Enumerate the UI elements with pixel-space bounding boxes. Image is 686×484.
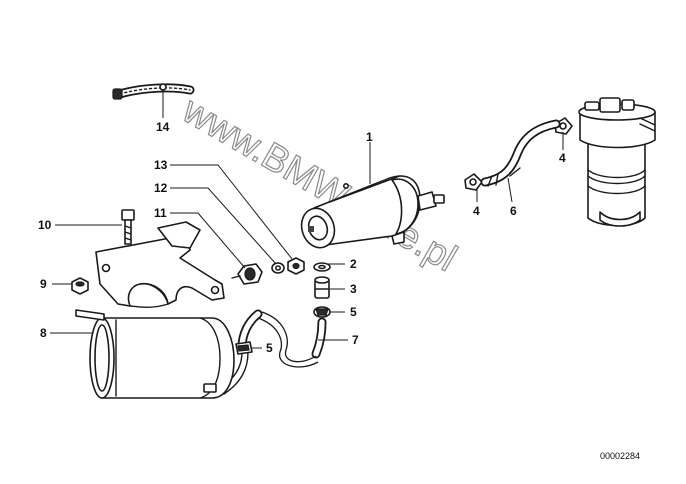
watermark-text: www.BMWstore.pl [175, 89, 464, 280]
part-4-clamp-mid [464, 173, 483, 191]
part-5-clamp-right [313, 306, 331, 318]
callout-5-left: 5 [266, 341, 273, 355]
connecting-hose [257, 311, 319, 368]
callout-5-right: 5 [350, 305, 357, 319]
fuel-filter-housing [578, 97, 656, 227]
watermark: www.BMWstore.pl [174, 88, 464, 280]
callout-10: 10 [38, 218, 52, 232]
callout-8: 8 [40, 326, 47, 340]
part-3-fitting [314, 276, 330, 299]
reference-code: 00002284 [600, 451, 640, 461]
part-7-hose [311, 317, 327, 359]
callout-14: 14 [156, 120, 170, 134]
part-1-fuel-pump [300, 175, 445, 249]
callout-4-mid: 4 [473, 204, 480, 218]
part-12-washer [271, 262, 285, 274]
part-5-clamp-left [235, 341, 253, 355]
callout-labels: 14 1 2 3 5 7 5 4 4 6 8 9 10 11 12 13 [38, 120, 566, 355]
part-6-hose [480, 119, 561, 187]
leader-lines [50, 90, 564, 349]
callout-9: 9 [40, 277, 47, 291]
callout-4-top: 4 [559, 151, 566, 165]
part-11-rubber-mount [231, 263, 263, 285]
part-13-nut [287, 257, 305, 275]
part-9-nut [71, 277, 89, 295]
mounting-bracket [95, 221, 225, 308]
part-8-accumulator [75, 309, 235, 399]
callout-3: 3 [350, 282, 357, 296]
callout-12: 12 [154, 181, 168, 195]
part-14-hose [112, 83, 195, 100]
part-10-bolt [121, 209, 135, 245]
callout-1: 1 [366, 130, 373, 144]
part-2-seal-ring [313, 262, 331, 272]
callout-2: 2 [350, 257, 357, 271]
callout-7: 7 [352, 333, 359, 347]
callout-6: 6 [510, 204, 517, 218]
callout-11: 11 [154, 206, 167, 220]
callout-13: 13 [154, 158, 168, 172]
